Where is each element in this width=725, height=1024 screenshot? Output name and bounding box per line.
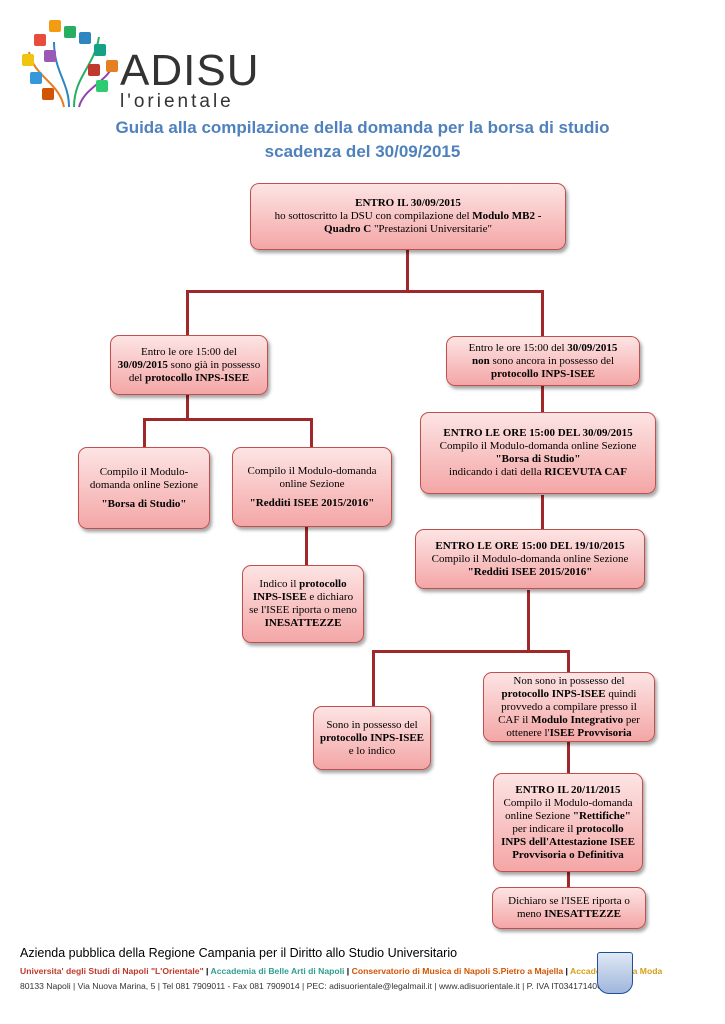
- box1-head: ENTRO IL 30/09/2015: [355, 197, 461, 209]
- left-bold2: protocollo INPS-ISEE: [145, 371, 250, 384]
- r5-bold1: "Rettifiche": [572, 809, 631, 822]
- lr2-bold1: protocollo INPS-ISEE: [252, 578, 347, 603]
- r3-bold1: "Redditi ISEE 2015/2016": [467, 565, 593, 578]
- footer-contacts: 80133 Napoli | Via Nuova Marina, 5 | Tel…: [20, 981, 612, 991]
- box-indico-protocollo: Indico il protocollo INPS-ISEE e dichiar…: [242, 565, 364, 643]
- footer-sep-3: |: [563, 966, 571, 976]
- left-bold1: 30/09/2015: [117, 358, 168, 371]
- lr2-text2: e dichiaro se l'ISEE riporta o meno: [249, 591, 357, 616]
- left-text1: Entro le ore 15:00 del: [141, 345, 237, 358]
- left-text2: sono già in possesso del: [128, 358, 261, 384]
- box-modulo-integrativo: Non sono in possesso del protocollo INPS…: [483, 672, 655, 742]
- r2-bold2: RICEVUTA CAF: [544, 466, 627, 478]
- r4l-text1: Sono in possesso del: [326, 718, 418, 731]
- right-bold2: non: [471, 354, 490, 367]
- ll-bold1: "Borsa di Studio": [101, 497, 187, 510]
- region-emblem-icon: [597, 952, 633, 994]
- lr2-bold2: INESATTEZZE: [264, 617, 342, 629]
- logo-sub: l'orientale: [120, 91, 234, 112]
- box-borsa-di-studio-left: Compilo il Modulo-domanda online Sezione…: [78, 447, 210, 529]
- page-subtitle: scadenza del 30/09/2015: [264, 142, 461, 161]
- ll-text1: Compilo il Modulo-domanda online Sezione: [89, 465, 199, 491]
- box-redditi-isee-left: Compilo il Modulo-domanda online Sezione…: [232, 447, 392, 527]
- footer-acc1: Accademia di Belle Arti di Napoli: [210, 966, 345, 976]
- footer-agency: Azienda pubblica della Regione Campania …: [20, 946, 458, 960]
- r4r-bold2: Modulo Integrativo: [531, 713, 624, 726]
- box1-text2: "Prestazioni Universitarie": [371, 223, 492, 235]
- r4r-bold1: protocollo INPS-ISEE: [501, 687, 606, 700]
- footer-cons: Conservatorio di Musica di Napoli S.Piet…: [351, 966, 564, 976]
- box-dichiaro-inesattezze: Dichiaro se l'ISEE riporta o meno INESAT…: [492, 887, 646, 929]
- right-bold3: protocollo INPS-ISEE: [490, 367, 595, 380]
- logo-graphic: [22, 20, 118, 108]
- r3-head: ENTRO LE ORE 15:00 DEL 19/10/2015: [435, 539, 625, 552]
- lr-text1: Compilo il Modulo-domanda online Sezione: [247, 464, 377, 490]
- r6-text1: Dichiaro se l'ISEE riporta o meno: [508, 895, 630, 920]
- r3-text1: Compilo il Modulo-domanda online Sezione: [431, 552, 629, 565]
- lr2-text1: Indico il: [259, 578, 300, 590]
- r5-text2: per indicare il: [512, 822, 577, 835]
- right-text2: sono ancora in possesso del: [489, 354, 615, 367]
- r4r-text2: quindi provvedo a compilare presso il CA…: [498, 687, 637, 726]
- page-title: Guida alla compilazione della domanda pe…: [115, 118, 610, 137]
- right-text1: Entro le ore 15:00 del: [468, 341, 568, 354]
- box-not-have-protocol: Entro le ore 15:00 del 30/09/2015 non son…: [446, 336, 640, 386]
- box1-text1: ho sottoscritto la DSU con compilazione …: [274, 210, 473, 222]
- right-bold1: 30/09/2015: [567, 341, 618, 354]
- r2-head: ENTRO LE ORE 15:00 DEL 30/09/2015: [443, 427, 633, 439]
- box-entro-15-19-10: ENTRO LE ORE 15:00 DEL 19/10/2015 Compil…: [415, 529, 645, 589]
- footer-institutions: Universita' degli Studi di Napoli "L'Ori…: [20, 966, 662, 976]
- lr-bold1: "Redditi ISEE 2015/2016": [249, 496, 375, 509]
- r6-bold1: INESATTEZZE: [544, 908, 622, 920]
- r5-bold2: protocollo INPS dell'Attestazione ISEE P…: [501, 822, 635, 861]
- r4r-text3: per ottenere l': [506, 713, 640, 739]
- box-entro-15-30-09: ENTRO LE ORE 15:00 DEL 30/09/2015 Compil…: [420, 412, 656, 494]
- box-already-have-protocol: Entro le ore 15:00 del 30/09/2015 sono g…: [110, 335, 268, 395]
- footer-sep-2: |: [344, 966, 352, 976]
- r2-text2: indicando i dati della: [449, 466, 545, 478]
- r5-text1: Compilo il Modulo-domanda online Sezione: [503, 796, 633, 822]
- r5-head: ENTRO IL 20/11/2015: [515, 783, 621, 796]
- footer-sep-1: |: [203, 966, 211, 976]
- box-entro-30-09: ENTRO IL 30/09/2015 ho sottoscritto la D…: [250, 183, 566, 250]
- box-entro-20-11: ENTRO IL 20/11/2015 Compilo il Modulo-do…: [493, 773, 643, 872]
- footer-uni: Universita' degli Studi di Napoli "L'Ori…: [20, 966, 204, 976]
- r4l-text2: e lo indico: [348, 744, 396, 757]
- r4r-bold3: ISEE Provvisoria: [549, 726, 632, 739]
- box-in-possesso-protocollo: Sono in possesso del protocollo INPS-ISE…: [313, 706, 431, 770]
- r4r-text1: Non sono in possesso del: [513, 674, 625, 687]
- r2-bold1: "Borsa di Studio": [495, 453, 581, 465]
- box1-bold1: Modulo MB2 - Quadro C: [324, 210, 542, 235]
- r2-text1: Compilo il Modulo-domanda online Sezione: [439, 440, 637, 452]
- r4l-bold1: protocollo INPS-ISEE: [320, 731, 425, 744]
- logo-name: ADISU: [120, 46, 260, 95]
